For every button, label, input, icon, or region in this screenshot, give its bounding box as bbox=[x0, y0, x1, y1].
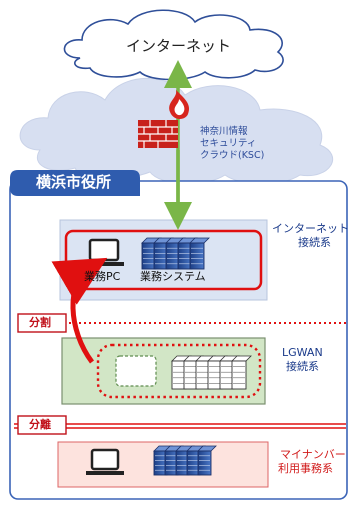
internet-segment-label-1: インターネット bbox=[272, 222, 349, 235]
separate-tag-box bbox=[17, 415, 67, 435]
internet-cloud bbox=[63, 9, 284, 81]
business-system-icon bbox=[141, 237, 210, 270]
mynumber-segment-label-2: 利用事務系 bbox=[278, 462, 333, 475]
lgwan-system-ghost-icon bbox=[171, 355, 252, 390]
city-hall-title: 横浜市役所 bbox=[36, 173, 112, 191]
lgwan-segment-label-2: 接続系 bbox=[286, 360, 319, 373]
internet-segment-label-2: 接続系 bbox=[298, 236, 331, 249]
separate-label: 分離 bbox=[29, 418, 51, 431]
mynumber-pc-icon bbox=[86, 448, 124, 475]
ksc-label-1: 神奈川情報 bbox=[200, 126, 248, 137]
red-curved-arrow bbox=[51, 257, 108, 364]
lgwan-segment-label-1: LGWAN bbox=[282, 346, 323, 359]
internet-cloud-label: インターネット bbox=[126, 37, 232, 55]
mynumber-system-icon bbox=[153, 445, 217, 476]
city-hall-title-tab bbox=[10, 170, 140, 196]
ksc-label-2: セキュリティ bbox=[200, 138, 257, 149]
split-label: 分割 bbox=[29, 316, 51, 329]
mynumber-segment-label-1: マイナンバー bbox=[280, 448, 346, 461]
firewall-icon bbox=[138, 90, 190, 148]
business-system-label: 業務システム bbox=[140, 270, 206, 283]
business-pc-icon bbox=[84, 238, 124, 266]
business-pc-label: 業務PC bbox=[84, 270, 121, 283]
ksc-label-3: クラウド(KSC) bbox=[200, 150, 265, 161]
lgwan-dotted-frame bbox=[96, 343, 262, 399]
split-tag-box bbox=[17, 313, 67, 333]
lgwan-pc-placeholder bbox=[115, 355, 157, 387]
